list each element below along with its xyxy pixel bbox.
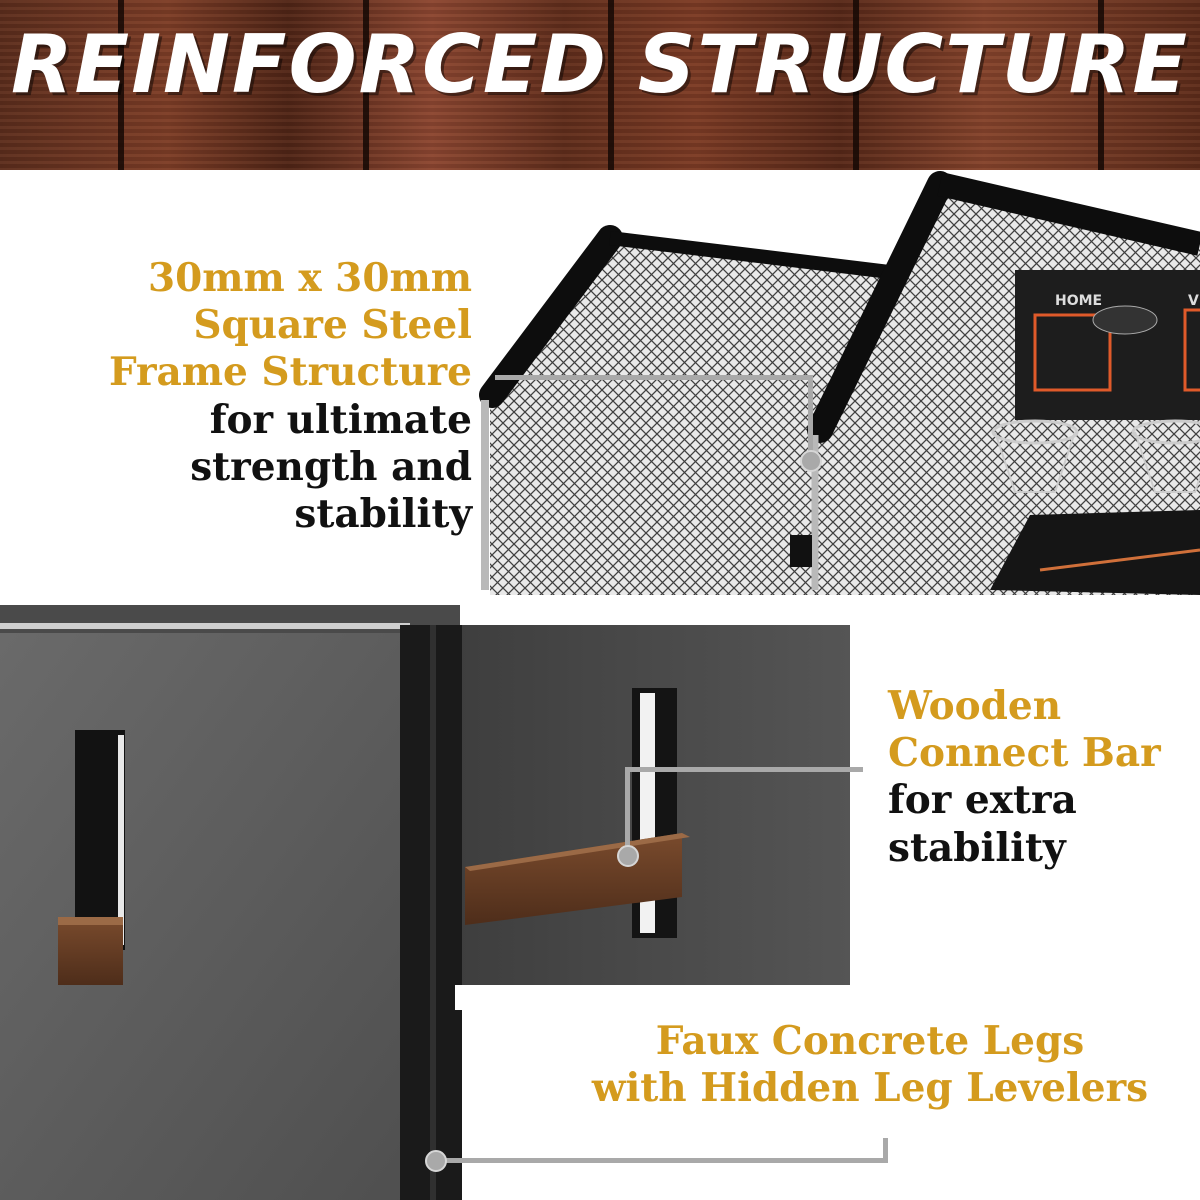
frame-benefit-line2: strength and stability xyxy=(190,443,472,537)
bar-callout-line xyxy=(625,767,863,772)
wooden-bar-end xyxy=(58,917,123,985)
frame-material-text: Square Steel xyxy=(193,302,472,349)
frame-callout-line-drop xyxy=(808,375,813,460)
bar-benefit-line2: stability xyxy=(888,824,1066,871)
bar-callout-dot xyxy=(617,845,639,867)
bar-title-line1: Wooden xyxy=(888,683,1062,729)
frame-structure-text: Frame Structure xyxy=(108,349,472,396)
front-leg-panel xyxy=(0,633,410,1200)
hoops xyxy=(991,419,1200,493)
bar-title-line2: Connect Bar xyxy=(888,730,1161,777)
legs-title-line2: with Hidden Leg Levelers xyxy=(591,1065,1149,1112)
scoreboard-home-label: HOME xyxy=(1055,293,1102,309)
arcade-net-illustration: HOME V xyxy=(479,171,1200,595)
callout-steel-frame: 30mm x 30mm Square Steel Frame Structure… xyxy=(0,255,472,538)
bar-callout-line-drop xyxy=(625,767,630,852)
legs-title-line1: Faux Concrete Legs xyxy=(655,1018,1085,1064)
frame-benefit-line1: for ultimate xyxy=(209,396,472,443)
banner-title: REINFORCED STRUCTURE xyxy=(10,18,1190,111)
callout-concrete-legs: Faux Concrete Legs with Hidden Leg Level… xyxy=(560,1018,1180,1112)
callout-wooden-bar: Wooden Connect Bar for extra stability xyxy=(888,683,1198,872)
legs-callout-line-rise xyxy=(883,1138,888,1163)
bar-benefit-line1: for extra xyxy=(888,777,1077,824)
frame-callout-line xyxy=(495,375,813,380)
legs-callout-dot xyxy=(425,1150,447,1172)
legs-callout-line xyxy=(440,1158,888,1163)
wood-banner xyxy=(0,0,1200,170)
frame-size-text: 30mm x 30mm xyxy=(147,255,472,301)
frame-callout-dot xyxy=(800,450,822,472)
scoreboard: HOME V xyxy=(1015,270,1200,420)
table-leg-illustration xyxy=(0,605,850,1200)
steel-frame xyxy=(479,171,1200,590)
scoreboard-visitor-label: V xyxy=(1188,293,1199,309)
